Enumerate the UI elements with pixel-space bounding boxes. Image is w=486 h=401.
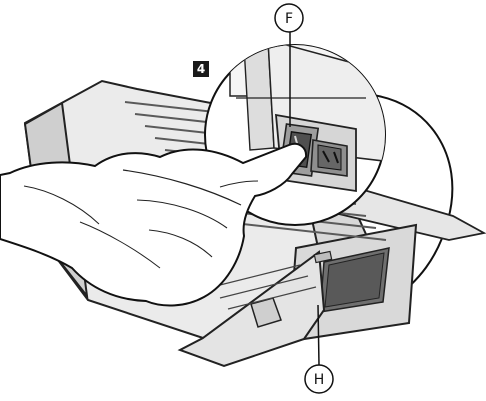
finger-line-3 xyxy=(148,229,213,258)
callout-f-label: F xyxy=(285,11,293,27)
socket-pin-2 xyxy=(333,151,339,164)
display-glass xyxy=(324,252,385,308)
finger-line-1 xyxy=(122,169,242,206)
callout-h-circle xyxy=(304,364,334,394)
palm-line xyxy=(79,221,161,269)
knuckle-line xyxy=(219,180,259,188)
step-badge xyxy=(193,61,209,77)
detail-connector-arc xyxy=(371,94,454,301)
latch-slot xyxy=(313,250,333,264)
power-socket-inner xyxy=(317,144,342,171)
callout-h-leader xyxy=(317,304,320,366)
tray-detail-lines xyxy=(211,264,317,310)
callout-f-circle xyxy=(274,3,304,33)
socket-pin-1 xyxy=(322,150,330,163)
step-number: 4 xyxy=(197,62,205,76)
hand-illustration xyxy=(0,142,308,307)
wrist-line xyxy=(23,185,100,225)
callout-h-label: H xyxy=(314,372,325,388)
finger-line-2 xyxy=(136,199,228,229)
